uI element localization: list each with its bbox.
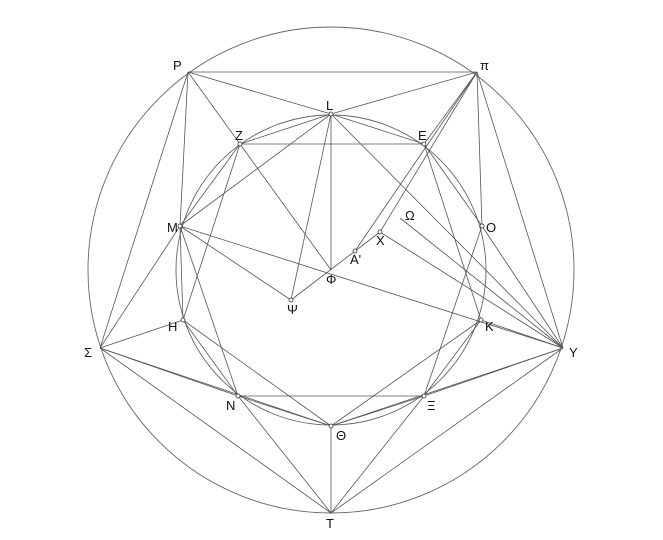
segment-m-y (179, 225, 564, 349)
segment-y-theta (330, 347, 564, 427)
segment-o-xi (423, 225, 483, 397)
segment-m-sigma (99, 225, 181, 349)
label-pi: π (480, 58, 489, 73)
segment-p-sigma (99, 71, 189, 349)
segment-p-m (179, 71, 189, 227)
segment-k-xi (423, 319, 482, 397)
segments (99, 71, 564, 514)
segment-z-m (179, 143, 241, 227)
segment-omega-y (399, 217, 564, 349)
label-theta: Θ (336, 428, 346, 443)
point-xi (421, 393, 427, 399)
segment-pi-e (423, 71, 478, 145)
point-o (479, 223, 485, 229)
label-phi: Φ (326, 272, 336, 287)
point-psi (288, 297, 294, 303)
label-l: L (326, 98, 333, 113)
segment-y-t (330, 347, 564, 514)
segment-l-e (330, 113, 425, 145)
point-x (377, 229, 383, 235)
point-e (421, 141, 427, 147)
label-omega: Ω (405, 208, 415, 223)
label-e: E (418, 128, 427, 143)
segment-k-theta (330, 319, 482, 427)
label-p: P (173, 58, 182, 73)
segment-pi-l (330, 71, 478, 115)
segment-m-n (179, 225, 239, 397)
label-z: Z (235, 128, 243, 143)
segment-h-n (182, 319, 239, 397)
label-m: M (167, 220, 178, 235)
segment-n-t (237, 395, 332, 514)
segment-pi-o (476, 71, 483, 227)
segment-p-z (187, 71, 241, 145)
label-o: O (486, 220, 496, 235)
segment-x-y (379, 231, 564, 349)
labels: P π L Z E M O Ω X A' Φ Ψ H K Σ Y N Ξ Θ T (84, 58, 578, 531)
point-k (478, 317, 484, 323)
segment-psi-x (290, 231, 381, 301)
label-n: N (226, 398, 235, 413)
segment-h-m (179, 225, 184, 321)
segment-pi-y (476, 71, 564, 349)
segment-pi-x (379, 71, 478, 233)
segment-h-sigma (99, 319, 184, 349)
segment-xi-theta (330, 395, 425, 427)
segment-h-theta (182, 319, 332, 427)
segment-k-y (480, 319, 564, 349)
segment-sigma-theta (99, 347, 332, 427)
label-x: X (376, 233, 385, 248)
label-aprime: A' (350, 252, 361, 267)
segment-pi-aprime (354, 71, 478, 252)
point-aprime (352, 248, 358, 254)
segment-m-psi (179, 225, 292, 301)
segment-l-z (239, 113, 332, 145)
segment-n-theta (237, 395, 332, 427)
segment-z-h (182, 143, 241, 321)
point-z (237, 141, 243, 147)
segment-o-y (481, 225, 564, 349)
point-l (328, 111, 334, 117)
label-t: T (326, 516, 334, 531)
point-h (180, 317, 186, 323)
label-k: K (485, 319, 494, 334)
label-xi: Ξ (427, 398, 435, 413)
point-theta (328, 423, 334, 429)
label-psi: Ψ (287, 302, 298, 317)
segment-l-y (330, 113, 564, 349)
segment-l-psi (290, 113, 332, 301)
segment-z-phi (239, 143, 332, 271)
label-y: Y (569, 345, 578, 360)
label-h: H (168, 319, 177, 334)
points (177, 111, 485, 429)
point-m (177, 223, 183, 229)
segment-l-m (179, 113, 332, 227)
segment-e-o (423, 143, 483, 227)
segment-sigma-t (99, 347, 332, 514)
label-sigma: Σ (84, 345, 92, 360)
segment-xi-t (330, 395, 425, 514)
segment-p-l (187, 71, 332, 115)
segment-e-k (423, 143, 482, 321)
point-n (235, 393, 241, 399)
